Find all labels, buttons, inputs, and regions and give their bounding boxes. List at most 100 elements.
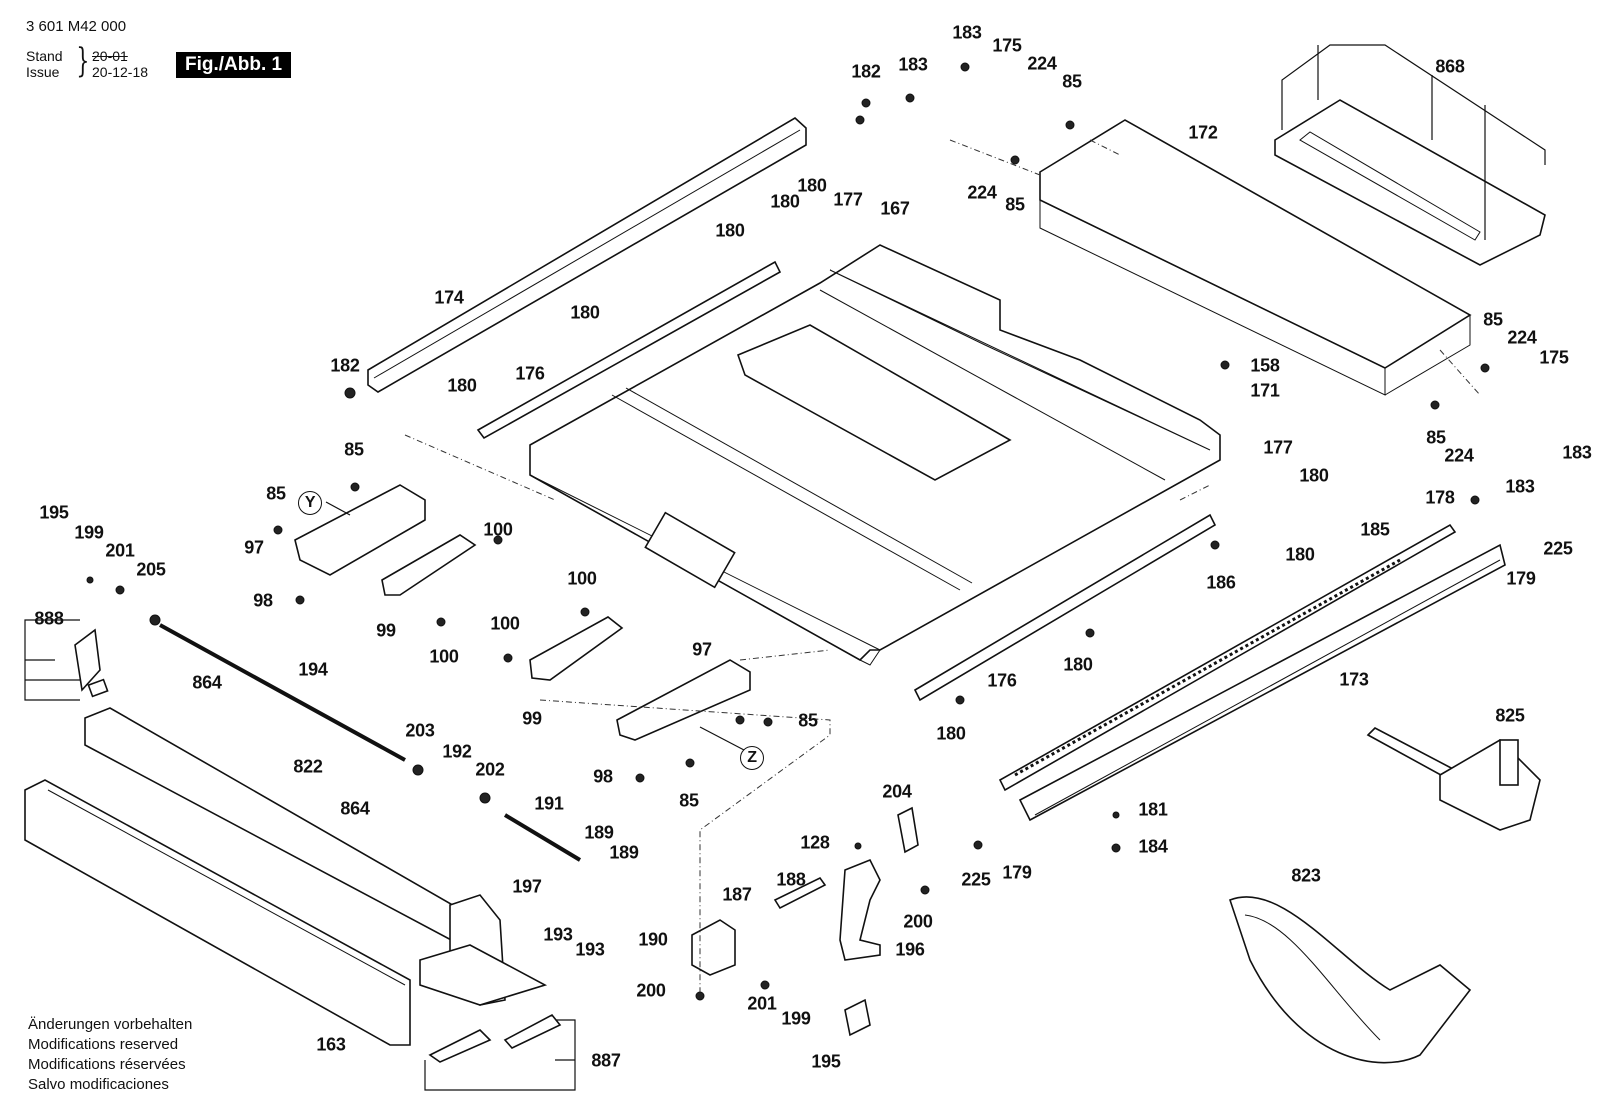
detail-marker-z: Z bbox=[740, 746, 764, 770]
part-callout: 183 bbox=[898, 54, 928, 75]
part-callout: 97 bbox=[692, 639, 712, 660]
brackets-887 bbox=[424, 1013, 576, 1091]
part-callout: 177 bbox=[1263, 437, 1293, 458]
part-callout: 85 bbox=[266, 483, 286, 504]
part-callout: 180 bbox=[715, 220, 745, 241]
part-callout: 100 bbox=[490, 613, 520, 634]
part-callout: 85 bbox=[798, 710, 818, 731]
part-callout: 224 bbox=[1027, 53, 1057, 74]
part-callout: 175 bbox=[992, 35, 1022, 56]
part-callout: 189 bbox=[609, 842, 639, 863]
part-callout: 224 bbox=[1444, 445, 1474, 466]
part-callout: 224 bbox=[967, 182, 997, 203]
part-callout: 181 bbox=[1138, 799, 1168, 820]
part-callout: 180 bbox=[770, 191, 800, 212]
rail-176-lower bbox=[913, 513, 1217, 702]
part-callout: 99 bbox=[522, 708, 542, 729]
notice-line-fr: Modifications réservées bbox=[28, 1056, 186, 1073]
bracket-99-lower bbox=[529, 616, 624, 681]
rail-176-upper bbox=[476, 260, 782, 440]
part-callout: 187 bbox=[722, 884, 752, 905]
document-number: 3 601 M42 000 bbox=[26, 18, 127, 35]
part-callout: 190 bbox=[638, 929, 668, 950]
fasteners bbox=[86, 62, 1490, 1001]
part-callout: 203 bbox=[405, 720, 435, 741]
part-callout: 193 bbox=[575, 939, 605, 960]
revision-dates: 20-01 20-12-18 bbox=[92, 48, 148, 80]
part-callout: 183 bbox=[1562, 442, 1592, 463]
rip-fence-822 bbox=[84, 707, 548, 1006]
bracket-97-lower bbox=[616, 659, 751, 741]
part-callout: 192 bbox=[442, 741, 472, 762]
throat-plate-868 bbox=[1274, 44, 1546, 266]
part-callout: 180 bbox=[797, 175, 827, 196]
part-callout: 176 bbox=[515, 363, 545, 384]
part-callout: 85 bbox=[1426, 427, 1446, 448]
part-callout: 163 bbox=[316, 1034, 346, 1055]
part-callout: 201 bbox=[105, 540, 135, 561]
part-callout: 196 bbox=[895, 939, 925, 960]
part-callout: 180 bbox=[1299, 465, 1329, 486]
part-callout: 167 bbox=[880, 198, 910, 219]
part-callout: 179 bbox=[1506, 568, 1536, 589]
part-callout: 225 bbox=[961, 869, 991, 890]
issue-label: Issue bbox=[26, 64, 60, 80]
miter-gauge-825 bbox=[1366, 727, 1541, 831]
part-callout: 171 bbox=[1250, 380, 1280, 401]
part-callout: 175 bbox=[1539, 347, 1569, 368]
bracket-99-upper bbox=[381, 534, 477, 596]
part-callout: 888 bbox=[34, 608, 64, 629]
rod-191 bbox=[503, 813, 582, 862]
detail-marker-y: Y bbox=[298, 491, 322, 515]
part-callout: 184 bbox=[1138, 836, 1168, 857]
part-callout: 193 bbox=[543, 924, 573, 945]
part-callout: 99 bbox=[376, 620, 396, 641]
issue-date: 20-12-18 bbox=[92, 64, 149, 80]
part-callout: 176 bbox=[987, 670, 1017, 691]
part-callout: 822 bbox=[293, 756, 323, 777]
part-callout: 172 bbox=[1188, 122, 1218, 143]
part-callout: 183 bbox=[1505, 476, 1535, 497]
part-callout: 864 bbox=[192, 672, 222, 693]
part-callout: 85 bbox=[1005, 194, 1025, 215]
part-callout: 128 bbox=[800, 832, 830, 853]
part-callout: 174 bbox=[434, 287, 464, 308]
part-callout: 178 bbox=[1425, 487, 1455, 508]
part-callout: 180 bbox=[1285, 544, 1315, 565]
part-callout: 180 bbox=[570, 302, 600, 323]
part-callout: 180 bbox=[1063, 654, 1093, 675]
part-callout: 825 bbox=[1495, 705, 1525, 726]
blade-guard-823 bbox=[1229, 896, 1472, 1064]
part-callout: 180 bbox=[447, 375, 477, 396]
part-callout: 868 bbox=[1435, 56, 1465, 77]
part-callout: 173 bbox=[1339, 669, 1369, 690]
part-callout: 185 bbox=[1360, 519, 1390, 540]
table-top-167 bbox=[529, 244, 1221, 666]
part-callout: 195 bbox=[811, 1051, 841, 1072]
part-callout: 158 bbox=[1250, 355, 1280, 376]
stand-label: Stand bbox=[26, 48, 63, 64]
brace-symbol: } bbox=[76, 41, 90, 81]
modifications-notice: Änderungen vorbehalten Modifications res… bbox=[28, 1015, 192, 1095]
part-callout: 189 bbox=[584, 822, 614, 843]
part-callout: 85 bbox=[344, 439, 364, 460]
part-callout: 195 bbox=[39, 502, 69, 523]
part-callout: 188 bbox=[776, 869, 806, 890]
rail-173 bbox=[998, 523, 1506, 822]
part-callout: 225 bbox=[1543, 538, 1573, 559]
part-callout: 823 bbox=[1291, 865, 1321, 886]
part-callout: 186 bbox=[1206, 572, 1236, 593]
figure-badge: Fig./Abb. 1 bbox=[176, 52, 292, 78]
bracket-97-upper bbox=[294, 484, 426, 576]
rod-194 bbox=[159, 623, 406, 762]
part-callout: 100 bbox=[429, 646, 459, 667]
part-callout: 200 bbox=[903, 911, 933, 932]
part-callout: 202 bbox=[475, 759, 505, 780]
notice-line-de: Änderungen vorbehalten bbox=[28, 1016, 193, 1033]
extension-table-172 bbox=[1039, 119, 1472, 396]
part-callout: 97 bbox=[244, 537, 264, 558]
part-callout: 179 bbox=[1002, 862, 1032, 883]
part-callout: 85 bbox=[679, 790, 699, 811]
notice-line-en: Modifications reserved bbox=[28, 1036, 179, 1053]
